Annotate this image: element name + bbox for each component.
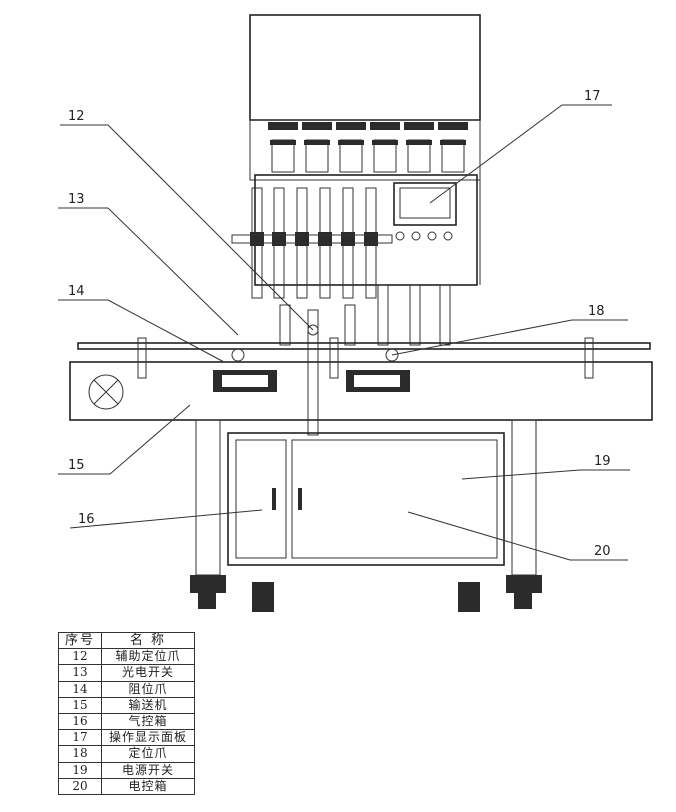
- legend-name: 电控箱: [101, 777, 195, 795]
- legend-no: 19: [58, 761, 102, 779]
- casters: [252, 582, 480, 612]
- leader-lines: [58, 104, 630, 561]
- nozzle-guides: [279, 284, 451, 346]
- callout-20: 20: [594, 544, 611, 559]
- legend-name: 辅助定位爪: [101, 648, 195, 666]
- conveyor-rail: [77, 342, 651, 350]
- legend-name: 气控箱: [101, 712, 195, 731]
- legend-no: 17: [58, 729, 102, 747]
- callout-12: 12: [68, 109, 85, 124]
- callout-14: 14: [68, 284, 85, 299]
- legend-name: 定位爪: [101, 745, 195, 763]
- legend-no: 16: [58, 712, 102, 731]
- legend-no: 14: [58, 680, 102, 698]
- left-leg: [190, 419, 226, 609]
- upper-valve-row: [268, 122, 468, 173]
- callout-16: 16: [78, 512, 95, 527]
- fan-icon: [88, 374, 124, 410]
- legend-header-no: 序号: [58, 631, 102, 650]
- callout-15: 15: [68, 458, 85, 473]
- legend-header: 序号 名 称: [58, 631, 195, 650]
- legend-no: 15: [58, 696, 102, 714]
- callout-13: 13: [68, 192, 85, 207]
- legend-header-name: 名 称: [101, 631, 195, 650]
- air-control-box-door: [235, 439, 287, 559]
- legend-no: 18: [58, 745, 102, 763]
- legend-name: 阻位爪: [101, 680, 195, 698]
- manifold-bar: [231, 234, 393, 244]
- photoelectric-switch: [307, 309, 319, 436]
- positioning-claw: [346, 348, 410, 392]
- legend-no: 13: [58, 664, 102, 682]
- legend-name: 电源开关: [101, 761, 195, 779]
- legend-name: 光电开关: [101, 664, 195, 682]
- legend-name: 输送机: [101, 696, 195, 714]
- legend-no: 20: [58, 777, 102, 795]
- callout-18: 18: [588, 304, 605, 319]
- callout-17: 17: [584, 89, 601, 104]
- legend-name: 操作显示面板: [101, 729, 195, 747]
- operation-display-panel: [393, 182, 457, 241]
- top-hood: [249, 14, 481, 121]
- machine-drawing: 12 13 14 15 16 17 18 19 20: [58, 14, 653, 612]
- lower-cabinet: [227, 432, 505, 566]
- callout-19: 19: [594, 454, 611, 469]
- rail-brackets: [137, 337, 594, 379]
- legend-no: 12: [58, 648, 102, 666]
- stop-claw: [213, 348, 277, 392]
- electric-control-box-door: [291, 439, 498, 559]
- conveyor-body: [69, 361, 653, 421]
- right-leg: [506, 419, 542, 609]
